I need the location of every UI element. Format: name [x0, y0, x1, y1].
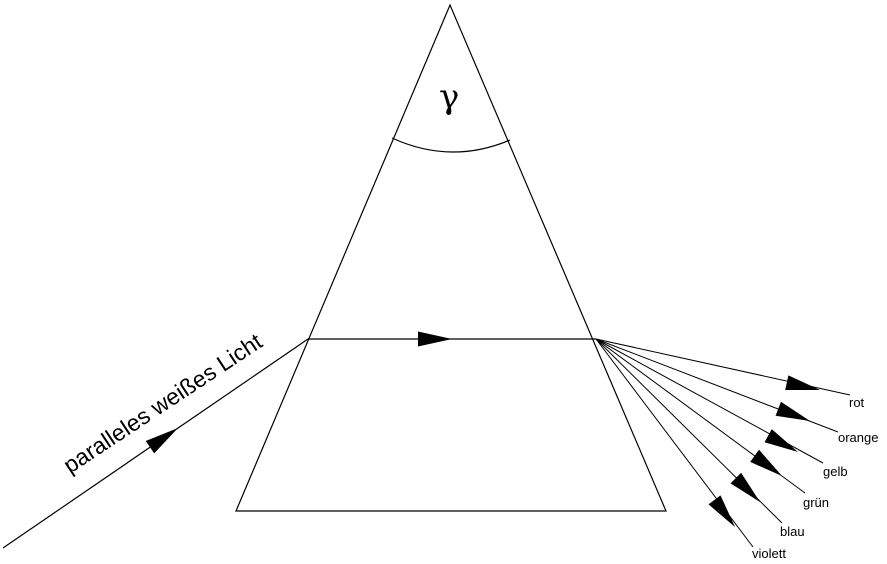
- incoming-arrow-icon: [145, 428, 178, 454]
- ray-arrow-icon-0: [785, 375, 820, 391]
- ray-label: orange: [838, 430, 878, 445]
- ray-arrow-icon-4: [730, 472, 760, 502]
- ray-label: grün: [803, 495, 829, 510]
- ray-arrow-icon-2: [764, 429, 798, 452]
- prism: [235, 3, 667, 512]
- ray-label: violett: [752, 546, 786, 561]
- incoming-label: paralleles weißes Licht: [58, 328, 267, 478]
- ray-arrow-icon-1: [775, 401, 810, 421]
- apex-angle-label: γ: [439, 77, 459, 117]
- apex-angle-arc: [391, 137, 511, 153]
- ray-arrow-icon-5: [708, 495, 735, 527]
- ray-label: rot: [849, 395, 865, 410]
- internal-arrow-icon: [418, 331, 452, 347]
- ray-label: gelb: [823, 464, 848, 479]
- ray-label: blau: [780, 524, 805, 539]
- ray-arrow-icon-3: [750, 449, 782, 476]
